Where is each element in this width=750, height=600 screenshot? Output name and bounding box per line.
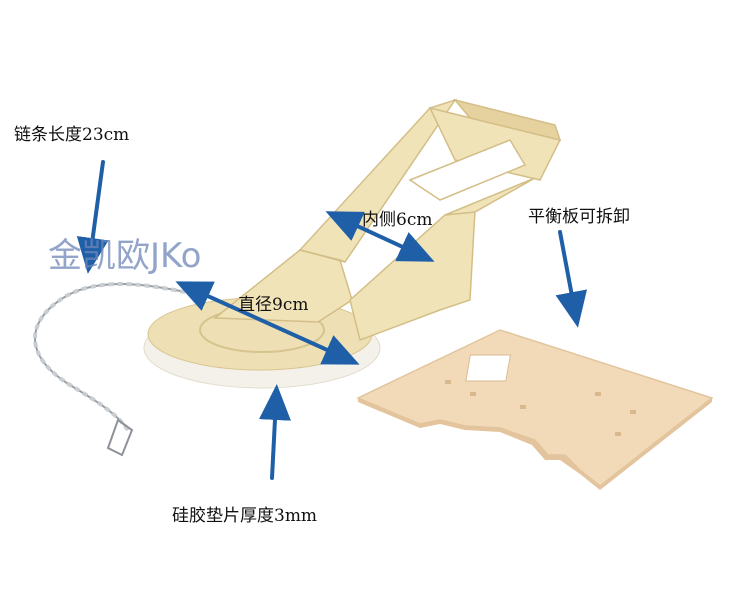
arrow-inner-width [325,211,435,262]
label-pad-thickness: 硅胶垫片厚度3mm [172,506,318,526]
watermark: 金凯欧JKo [48,236,202,276]
arrow-pad [258,384,291,480]
balance-plate [356,329,714,490]
chain [33,282,186,457]
label-inner-width: 内侧6cm [362,210,433,230]
label-diameter: 直径9cm [238,295,309,315]
annotation-arrows [76,160,588,480]
arrow-chain [76,160,109,274]
arrow-diameter [175,281,360,365]
label-removable-plate: 平衡板可拆卸 [528,207,630,227]
label-chain-length: 链条长度23cm [14,125,130,145]
arrow-plate [555,230,588,328]
